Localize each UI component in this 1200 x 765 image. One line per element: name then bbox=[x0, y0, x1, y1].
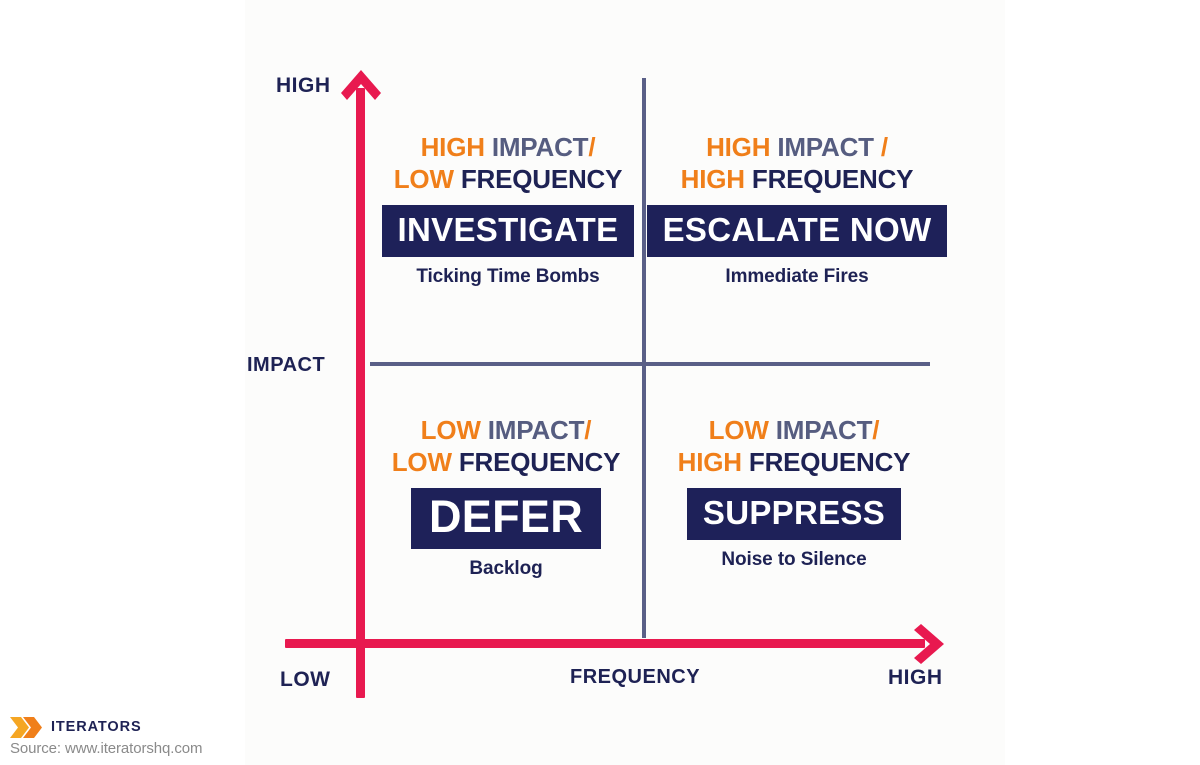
heading-slash: / bbox=[880, 132, 888, 162]
axis-label-frequency-low: LOW bbox=[280, 668, 331, 691]
heading-frequency-word: FREQUENCY bbox=[458, 446, 621, 477]
iterators-chevron-logo-icon bbox=[10, 716, 42, 738]
axis-arrow-right-icon bbox=[914, 624, 944, 664]
heading-impact-word: IMPACT bbox=[775, 415, 873, 445]
heading-frequency-word: FREQUENCY bbox=[460, 163, 623, 194]
quadrant-caption: Backlog bbox=[469, 557, 543, 579]
heading-frequency-level: HIGH bbox=[677, 446, 742, 477]
quadrant-heading: LOW IMPACT/ LOW FREQUENCY bbox=[346, 415, 666, 479]
footer: ITERATORS Source: www.iteratorshq.com bbox=[10, 716, 410, 757]
heading-impact-word: IMPACT bbox=[487, 415, 585, 445]
axis-title-impact: IMPACT bbox=[247, 354, 326, 376]
quadrant-caption: Ticking Time Bombs bbox=[416, 265, 600, 287]
quadrant-heading: HIGH IMPACT/ LOW FREQUENCY bbox=[348, 132, 668, 196]
quadrant-high-impact-high-frequency: HIGH IMPACT / HIGH FREQUENCY ESCALATE NO… bbox=[637, 132, 957, 288]
quadrant-divider-vertical bbox=[642, 78, 646, 638]
heading-impact-level: HIGH bbox=[706, 132, 771, 162]
quadrant-heading: HIGH IMPACT / HIGH FREQUENCY bbox=[637, 132, 957, 196]
heading-frequency-level: HIGH bbox=[680, 163, 745, 194]
axis-label-impact-high: HIGH bbox=[276, 74, 331, 97]
heading-slash: / bbox=[872, 415, 880, 445]
quadrant-heading: LOW IMPACT/ HIGH FREQUENCY bbox=[634, 415, 954, 479]
quadrant-low-impact-low-frequency: LOW IMPACT/ LOW FREQUENCY DEFER Backlog bbox=[346, 415, 666, 580]
heading-frequency-word: FREQUENCY bbox=[748, 446, 911, 477]
heading-impact-level: HIGH bbox=[420, 132, 485, 162]
quadrant-caption: Noise to Silence bbox=[721, 548, 867, 570]
heading-impact-level: LOW bbox=[708, 415, 769, 445]
brand-logo: ITERATORS bbox=[10, 716, 410, 738]
axis-title-frequency: FREQUENCY bbox=[570, 666, 701, 688]
heading-frequency-level: LOW bbox=[391, 446, 452, 477]
quadrant-action-badge: SUPPRESS bbox=[686, 487, 902, 540]
heading-impact-level: LOW bbox=[420, 415, 481, 445]
quadrant-low-impact-high-frequency: LOW IMPACT/ HIGH FREQUENCY SUPPRESS Nois… bbox=[634, 415, 954, 571]
quadrant-high-impact-low-frequency: HIGH IMPACT/ LOW FREQUENCY INVESTIGATE T… bbox=[348, 132, 668, 288]
quadrant-action-badge: ESCALATE NOW bbox=[646, 204, 948, 257]
heading-slash: / bbox=[584, 415, 592, 445]
source-attribution: Source: www.iteratorshq.com bbox=[10, 740, 203, 757]
chart-canvas bbox=[245, 0, 1005, 765]
axis-label-frequency-high: HIGH bbox=[888, 666, 943, 689]
heading-slash: / bbox=[588, 132, 596, 162]
quadrant-divider-horizontal bbox=[370, 362, 930, 366]
quadrant-caption: Immediate Fires bbox=[725, 265, 869, 287]
brand-wordmark: ITERATORS bbox=[51, 719, 142, 735]
heading-impact-word: IMPACT bbox=[491, 132, 589, 162]
quadrant-action-badge: INVESTIGATE bbox=[381, 204, 635, 257]
heading-frequency-word: FREQUENCY bbox=[751, 163, 914, 194]
impact-axis-line bbox=[356, 88, 365, 698]
quadrant-action-badge: DEFER bbox=[410, 487, 601, 549]
axis-arrow-up-icon bbox=[341, 70, 381, 100]
heading-frequency-level: LOW bbox=[393, 163, 454, 194]
frequency-axis-line bbox=[285, 639, 925, 648]
heading-impact-word: IMPACT bbox=[777, 132, 874, 162]
